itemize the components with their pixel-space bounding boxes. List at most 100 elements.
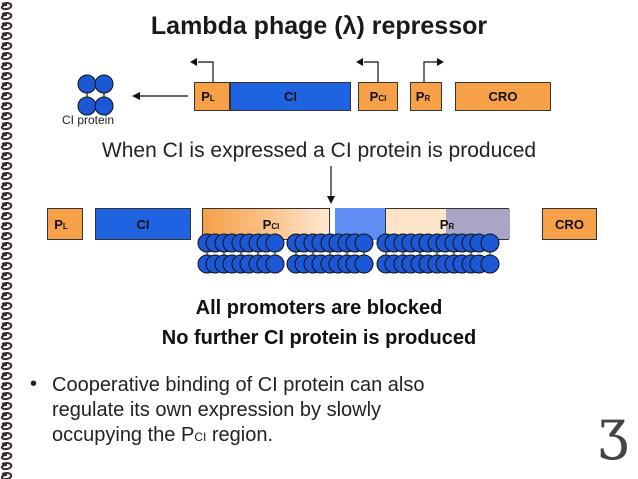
spiral-coil [0,402,13,411]
spiral-coil [0,272,13,281]
spiral-coil [0,62,13,71]
top-pci-box: PCI [358,82,398,111]
ci-protein-caption: CI protein [62,113,115,127]
spiral-coil [0,202,13,211]
spiral-coil [0,322,13,331]
bound-protein-subunit [354,233,374,253]
bullet-line-3-after: region. [206,424,274,446]
top-pci-label: P [369,89,379,104]
spiral-coil [0,302,13,311]
spiral-coil [0,462,13,471]
spiral-coil [0,352,13,361]
protein-subunit [94,96,114,116]
bullet-line-3-sub: CI [194,430,207,444]
spiral-coil [0,12,13,21]
spiral-coil [0,412,13,421]
bound-protein-subunit [265,233,285,253]
binding-site-arrow [327,166,335,204]
spiral-coil [0,182,13,191]
pci-direction-arrow [356,58,379,82]
spiral-coil [0,382,13,391]
bound-protein-subunit [480,254,500,274]
protein-subunit [94,74,114,94]
spiral-coil [0,282,13,291]
bottom-pr-label: P [439,217,449,232]
bullet-line-3: occupying the PCI region. [52,423,592,450]
bullet-text: Cooperative binding of CI protein can al… [52,373,592,450]
top-cro-label: CRO [488,89,518,104]
spiral-coil [0,472,13,479]
bullet-line-2: regulate its own expression by slowly [52,399,382,421]
spiral-coil [0,32,13,41]
spiral-coil [0,172,13,181]
spiral-coil [0,422,13,431]
top-pl-sub: L [209,94,215,103]
bound-protein-subunit [265,254,285,274]
bottom-ci-gene-box: CI [95,208,191,240]
top-pl-label: P [201,89,210,104]
spiral-coil [0,102,13,111]
pr-direction-arrow [423,58,444,82]
spiral-coil [0,252,13,261]
bottom-pci-sub: CI [271,222,280,231]
spiral-coil [0,342,13,351]
spiral-coil [0,192,13,201]
spiral-coil [0,392,13,401]
spiral-coil [0,372,13,381]
top-ci-label: CI [284,89,297,104]
spiral-coil [0,142,13,151]
top-cro-gene-box: CRO [455,82,551,111]
protein-produced-arrow [132,92,188,100]
bound-protein-subunit [354,254,374,274]
blocked-line-2: No further CI protein is produced [161,327,477,349]
bottom-ci-label: CI [136,217,150,232]
top-pci-sub: CI [378,94,387,103]
bottom-cro-label: CRO [555,217,584,232]
spiral-coil [0,42,13,51]
spiral-coil [0,72,13,81]
bound-protein-subunit [480,233,500,253]
spiral-coil [0,242,13,251]
spiral-coil [0,222,13,231]
bottom-pl-sub: L [62,222,68,231]
top-pr-box: PR [410,82,442,111]
pl-direction-arrow [190,58,214,82]
expression-statement: When CI is expressed a CI protein is pro… [101,139,537,162]
bullet-symbol: • [30,373,38,395]
bottom-pci-label: P [262,217,272,232]
blocked-line-1: All promoters are blocked [195,297,443,319]
top-pl-box: PL [194,82,230,111]
spiral-coil [0,132,13,141]
spiral-coil [0,22,13,31]
spiral-coil [0,2,13,11]
spiral-coil [0,112,13,121]
bottom-pl-box: PL [47,208,83,240]
spiral-coil [0,162,13,171]
spiral-coil [0,442,13,451]
spiral-coil [0,292,13,301]
spiral-coil [0,152,13,161]
spiral-coil [0,212,13,221]
spiral-coil [0,232,13,241]
spiral-coil [0,82,13,91]
spiral-coil [0,312,13,321]
spiral-coil [0,122,13,131]
top-pr-label: P [415,89,425,104]
bottom-cro-gene-box: CRO [542,208,597,240]
corner-decoration: ʒ [598,398,629,461]
top-pr-sub: R [424,94,431,103]
slide-title: Lambda phage (λ) repressor [150,12,488,40]
spiral-coil [0,92,13,101]
spiral-coil [0,262,13,271]
bottom-pl-label: P [54,217,63,232]
spiral-coil [0,362,13,371]
spiral-coil [0,452,13,461]
spiral-coil [0,432,13,441]
bottom-pr-sub: R [448,222,455,231]
bullet-line-1: Cooperative binding of CI protein can al… [52,374,425,396]
